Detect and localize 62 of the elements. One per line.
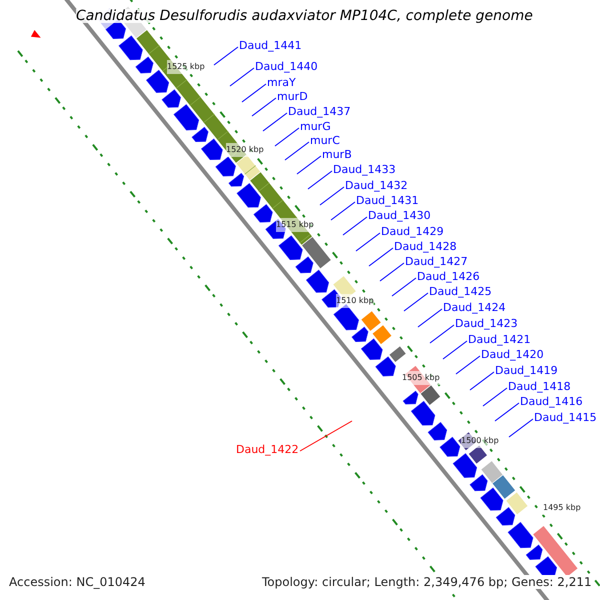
gene-label: Daud_1422 — [236, 443, 299, 457]
leader-line — [284, 142, 310, 160]
gene-label: Daud_1440 — [255, 60, 318, 74]
leader-line — [456, 356, 480, 374]
gene-label: Daud_1437 — [288, 105, 351, 119]
gene-label: Daud_1441 — [239, 39, 302, 53]
gene-label: murB — [322, 148, 352, 162]
accession-text: Accession: NC_010424 — [9, 575, 146, 589]
leader-line — [214, 46, 238, 66]
leader-line — [274, 128, 300, 146]
gene-label: Daud_1432 — [345, 179, 408, 193]
leader-line — [252, 98, 276, 116]
gene-label: Daud_1421 — [468, 333, 531, 347]
gene-label: Daud_1424 — [443, 301, 506, 315]
gene-label: Daud_1430 — [368, 209, 431, 223]
leader-line — [430, 324, 454, 344]
scale-label: 1510 kbp — [336, 294, 374, 308]
leader-line — [368, 248, 394, 266]
gene-label: mraY — [267, 76, 296, 90]
title: Candidatus Desulforudis audaxviator MP104C, complete genome — [76, 9, 533, 23]
gene-label: murC — [310, 134, 340, 148]
leader-line — [404, 292, 428, 312]
gene-label: Daud_1425 — [429, 285, 492, 299]
leader-line — [494, 402, 520, 422]
leader-line — [330, 202, 356, 220]
gene-label: Daud_1423 — [455, 317, 518, 331]
gene-label: Daud_1419 — [495, 364, 558, 378]
genome-stats-text: Topology: circular; Length: 2,349,476 bp; Genes: 2,211 — [262, 575, 592, 589]
gene-label: Daud_1416 — [520, 395, 583, 409]
leader-line — [242, 84, 266, 102]
leader-line — [508, 418, 534, 438]
scale-label: 1500 kbp — [461, 434, 499, 448]
leader-line — [342, 216, 368, 236]
gene-label: Daud_1428 — [394, 240, 457, 254]
leader-line — [442, 340, 468, 360]
gene-label: murG — [300, 120, 331, 134]
leader-line — [356, 232, 380, 252]
gene-label: Daud_1433 — [333, 163, 396, 177]
gene-label: murD — [277, 90, 308, 104]
scale-label: 1495 kbp — [543, 501, 581, 515]
leader-line — [482, 388, 508, 406]
gene-label: Daud_1415 — [534, 411, 597, 425]
scale-label: 1525 kbp — [167, 60, 205, 74]
scale-label: 1515 kbp — [276, 218, 314, 232]
leader-line — [320, 186, 344, 206]
gene-label: Daud_1431 — [356, 194, 419, 208]
gene-label: Daud_1427 — [405, 255, 468, 269]
gene-label: Daud_1429 — [381, 225, 444, 239]
leader-line — [470, 372, 494, 390]
leader-line — [230, 68, 254, 86]
leader-line — [418, 308, 442, 328]
leader-line — [392, 278, 416, 296]
leader-line — [296, 156, 322, 174]
leader-line — [300, 420, 352, 452]
gene-label: Daud_1418 — [508, 380, 571, 394]
leader-line — [308, 170, 332, 190]
leader-line — [380, 262, 404, 282]
gene-label: Daud_1426 — [417, 270, 480, 284]
gene-label: Daud_1420 — [481, 348, 544, 362]
scale-label: 1520 kbp — [226, 143, 264, 157]
scale-label: 1505 kbp — [402, 371, 440, 385]
leader-line — [262, 112, 288, 132]
